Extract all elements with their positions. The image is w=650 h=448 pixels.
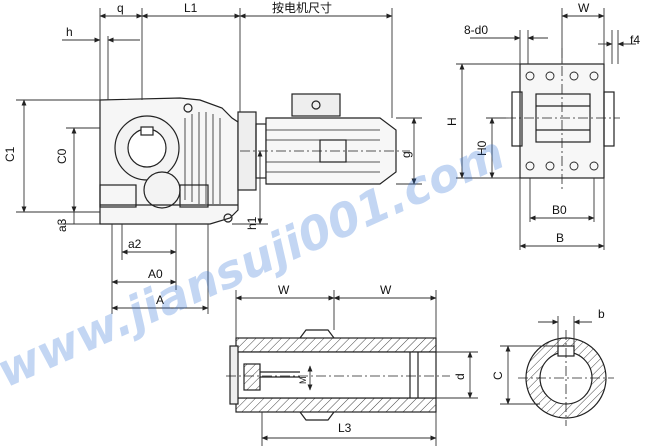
label-q: q xyxy=(117,1,124,15)
end-dims xyxy=(500,316,592,405)
label-b: b xyxy=(598,307,605,321)
shaft-wall-bottom xyxy=(235,397,437,413)
label-L1: L1 xyxy=(184,1,198,15)
label-f4: f4 xyxy=(630,33,640,47)
label-W-top: W xyxy=(578,1,590,15)
label-A0: A0 xyxy=(148,267,163,281)
side-bolts xyxy=(525,71,599,171)
label-W-left: W xyxy=(278,283,290,297)
shaft-dims xyxy=(235,290,478,446)
lower-bearing-cap xyxy=(143,171,181,209)
label-g: g xyxy=(399,151,413,158)
terminal-box xyxy=(291,93,341,117)
label-C: C xyxy=(491,371,505,380)
label-8-d0: 8-d0 xyxy=(464,23,488,37)
label-B: B xyxy=(556,231,564,245)
label-motor-dim: 按电机尺寸 xyxy=(272,1,332,15)
shaft-wall-top xyxy=(235,337,437,353)
label-M: M xyxy=(298,377,308,385)
label-d: d xyxy=(453,373,467,380)
label-C0: C0 xyxy=(55,148,69,164)
label-a2: a2 xyxy=(128,237,142,251)
label-h1: h1 xyxy=(245,216,259,230)
label-B0: B0 xyxy=(552,203,567,217)
dimension-labels: q L1 按电机尺寸 h C1 C0 a3 h1 a2 A0 A g 8-d0 … xyxy=(3,1,640,435)
label-C1: C1 xyxy=(3,146,17,162)
label-H: H xyxy=(445,117,459,126)
hub-bore xyxy=(539,351,593,405)
label-H0: H0 xyxy=(475,140,489,156)
label-W-right: W xyxy=(380,283,392,297)
side-dims xyxy=(456,8,636,250)
label-a3: a3 xyxy=(55,218,69,232)
motor-fins xyxy=(266,129,380,173)
label-L3: L3 xyxy=(338,421,352,435)
label-h: h xyxy=(66,25,73,39)
front-dims xyxy=(16,8,422,314)
side-view xyxy=(506,48,620,190)
gearbox-fins xyxy=(184,112,221,204)
label-A: A xyxy=(156,293,164,307)
shaft-section xyxy=(226,329,450,421)
shaft-end-view xyxy=(518,330,614,426)
front-view xyxy=(99,93,410,225)
